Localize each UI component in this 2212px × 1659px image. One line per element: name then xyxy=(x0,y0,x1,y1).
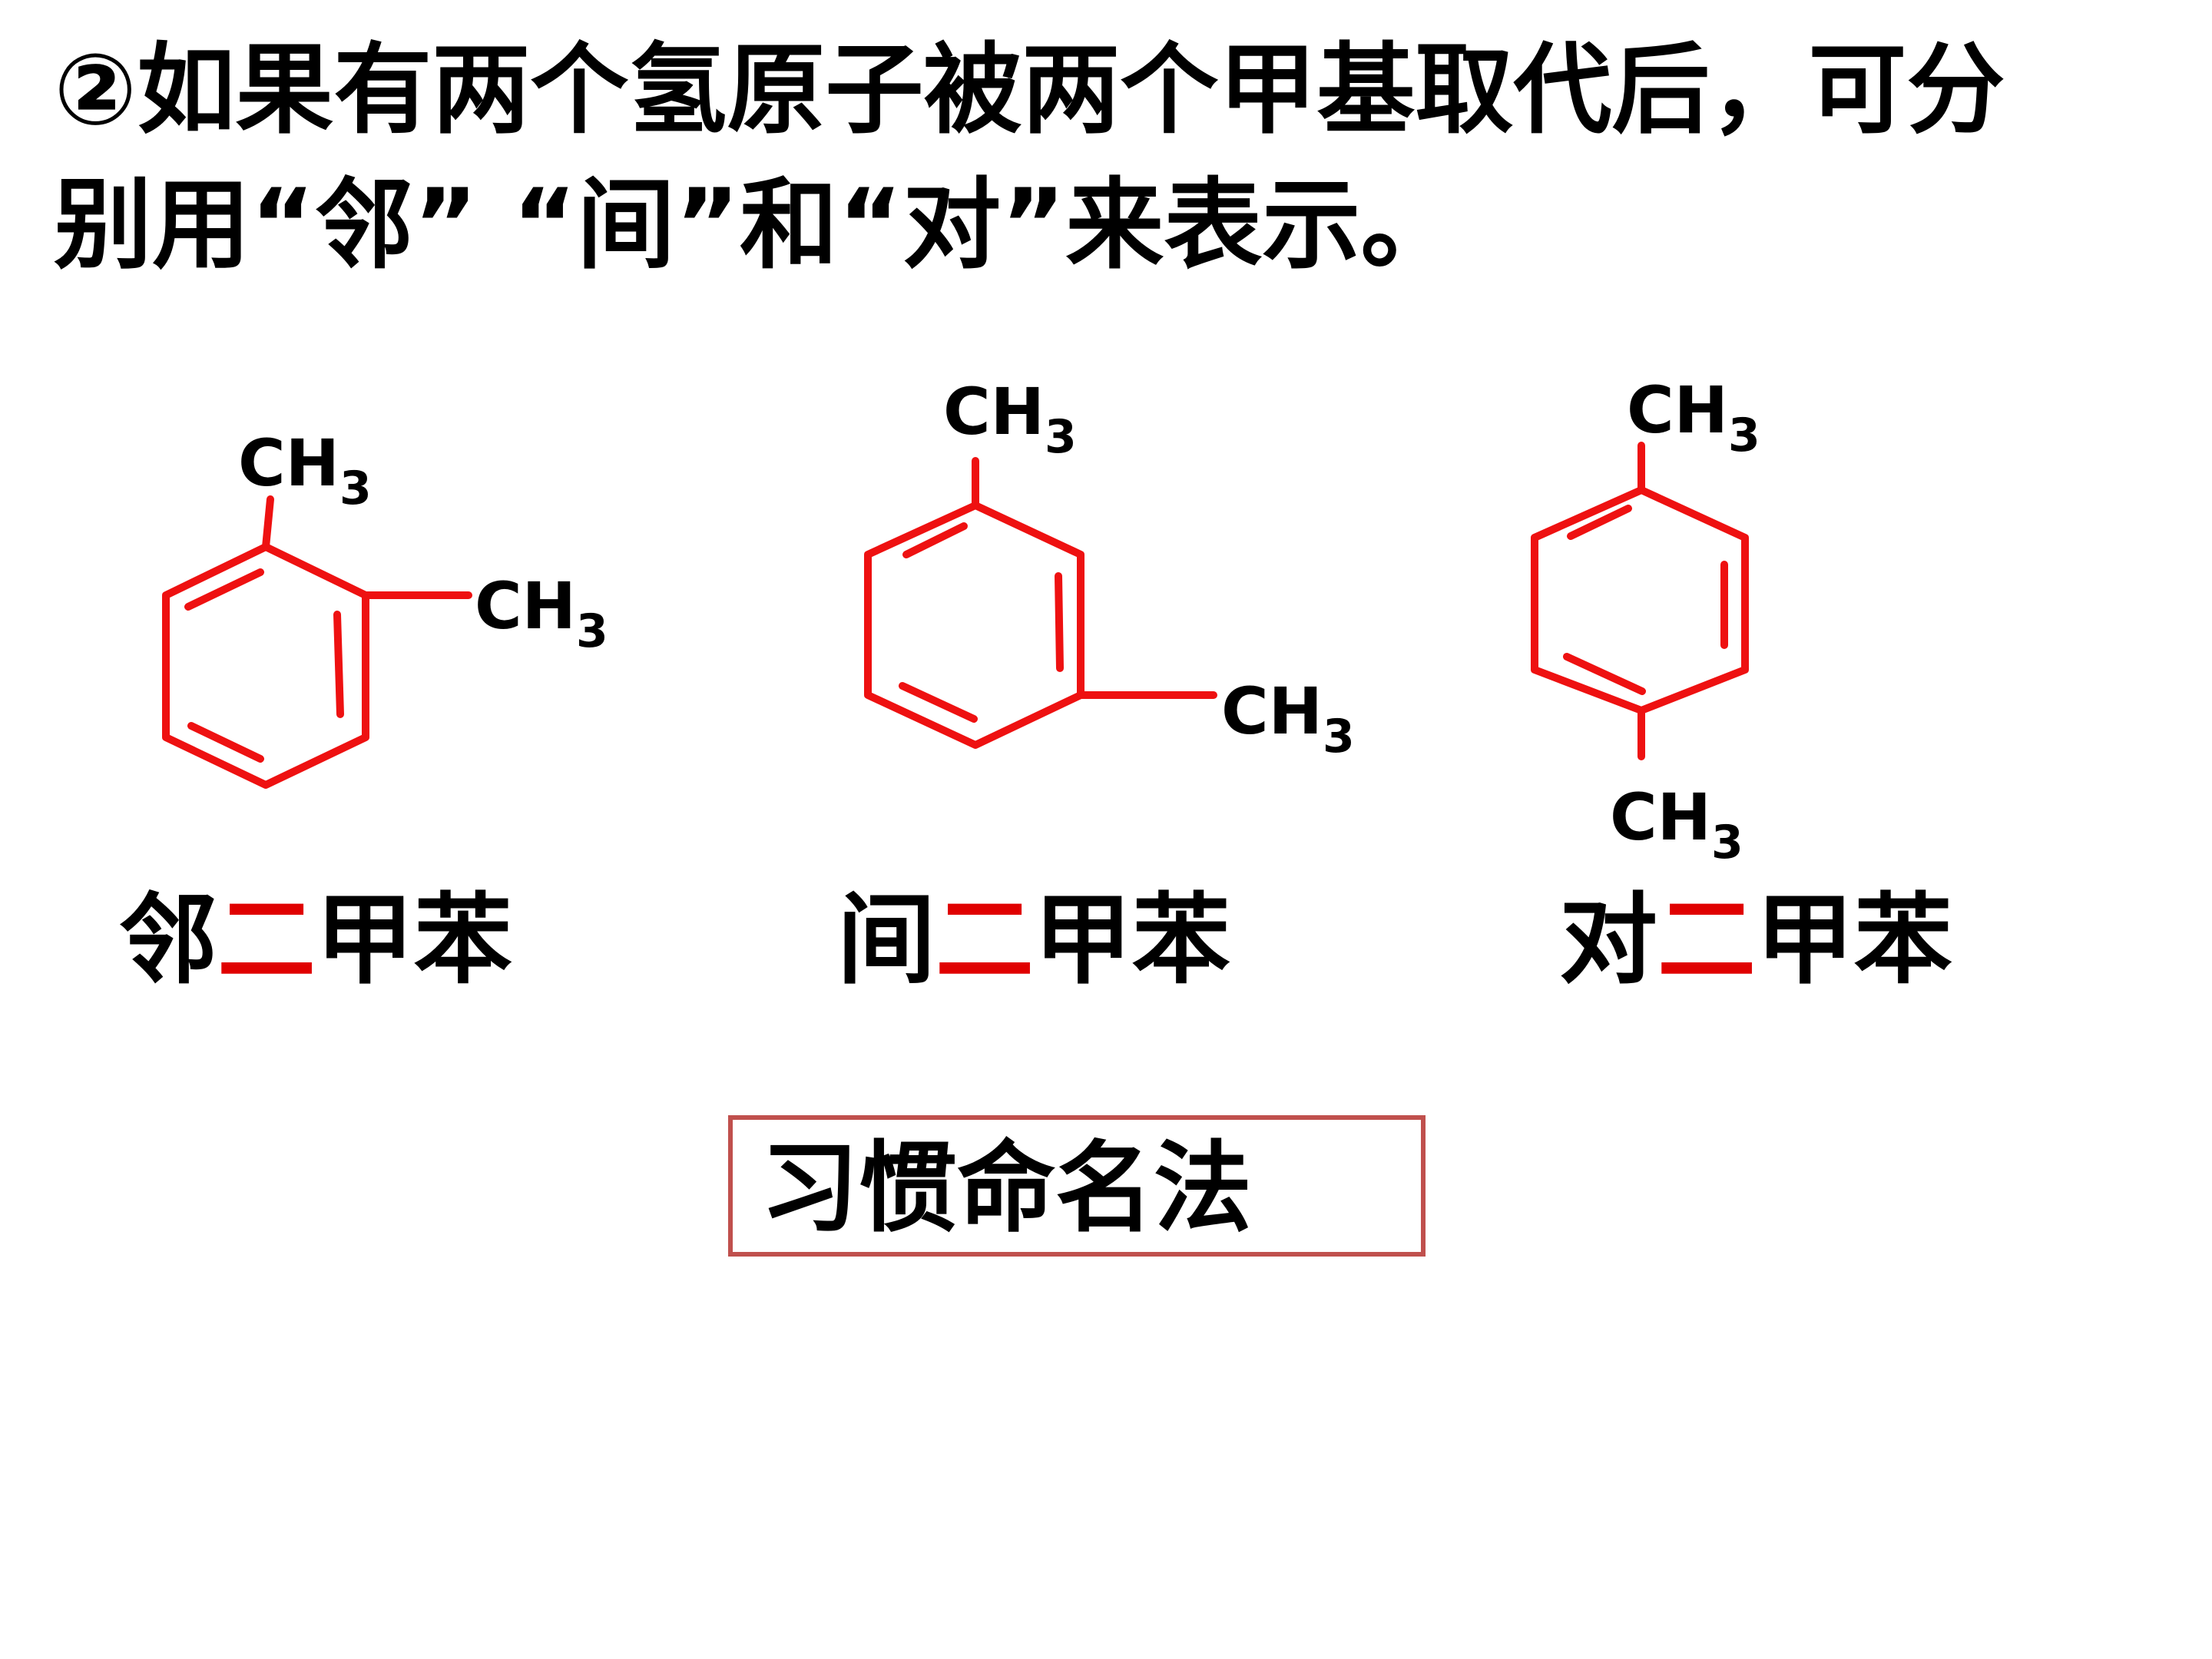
para-double-bond xyxy=(1563,653,1646,695)
ortho-double-bond xyxy=(187,722,264,763)
para-ch3-label-bottom: CH3 xyxy=(1610,780,1743,869)
ortho-xylene-structure xyxy=(162,495,472,789)
para-benzene-ring xyxy=(1531,486,1749,714)
meta-double-bond xyxy=(1055,572,1064,672)
meta-double-bond xyxy=(902,522,968,558)
name-ortho-xylene: 邻二甲苯 xyxy=(119,883,512,998)
name-suffix: 甲苯 xyxy=(1034,883,1231,998)
name-suffix: 甲苯 xyxy=(316,883,513,998)
ortho-double-bond xyxy=(184,568,264,611)
method-label: 习惯命名法 xyxy=(760,1131,1253,1246)
para-xylene-structure xyxy=(1531,442,1749,760)
heading-line-1: ②如果有两个氢原子被两个甲基取代后，可分 xyxy=(54,33,2005,147)
ortho-double-bond xyxy=(333,611,344,718)
meta-ch3-label-top: CH3 xyxy=(943,374,1077,464)
ortho-methyl-bond xyxy=(262,495,274,551)
meta-ch3-label-side: CH3 xyxy=(1221,674,1355,763)
meta-double-bond xyxy=(899,682,978,723)
para-ch3-label-top: CH3 xyxy=(1627,373,1760,462)
name-number: 二 xyxy=(935,883,1035,998)
heading: ②如果有两个氢原子被两个甲基取代后，可分 别用“邻” “间”和“对”来表示。 xyxy=(54,23,2158,293)
ortho-ch3-label-side: CH3 xyxy=(475,568,608,658)
name-suffix: 甲苯 xyxy=(1756,883,1953,998)
name-meta-xylene: 间二甲苯 xyxy=(837,883,1230,998)
name-number: 二 xyxy=(1657,883,1757,998)
name-number: 二 xyxy=(217,883,316,998)
para-double-bond xyxy=(1567,505,1632,540)
ortho-ch3-label-top: CH3 xyxy=(238,426,372,515)
method-label-box: 习惯命名法 xyxy=(728,1115,1426,1257)
meta-benzene-ring xyxy=(864,502,1084,749)
name-prefix: 对 xyxy=(1559,883,1658,998)
name-prefix: 邻 xyxy=(119,883,218,998)
name-prefix: 间 xyxy=(837,883,936,998)
meta-xylene-structure xyxy=(864,457,1217,749)
heading-line-2: 别用“邻” “间”和“对”来表示。 xyxy=(54,168,1459,283)
name-para-xylene: 对二甲苯 xyxy=(1559,883,1952,998)
